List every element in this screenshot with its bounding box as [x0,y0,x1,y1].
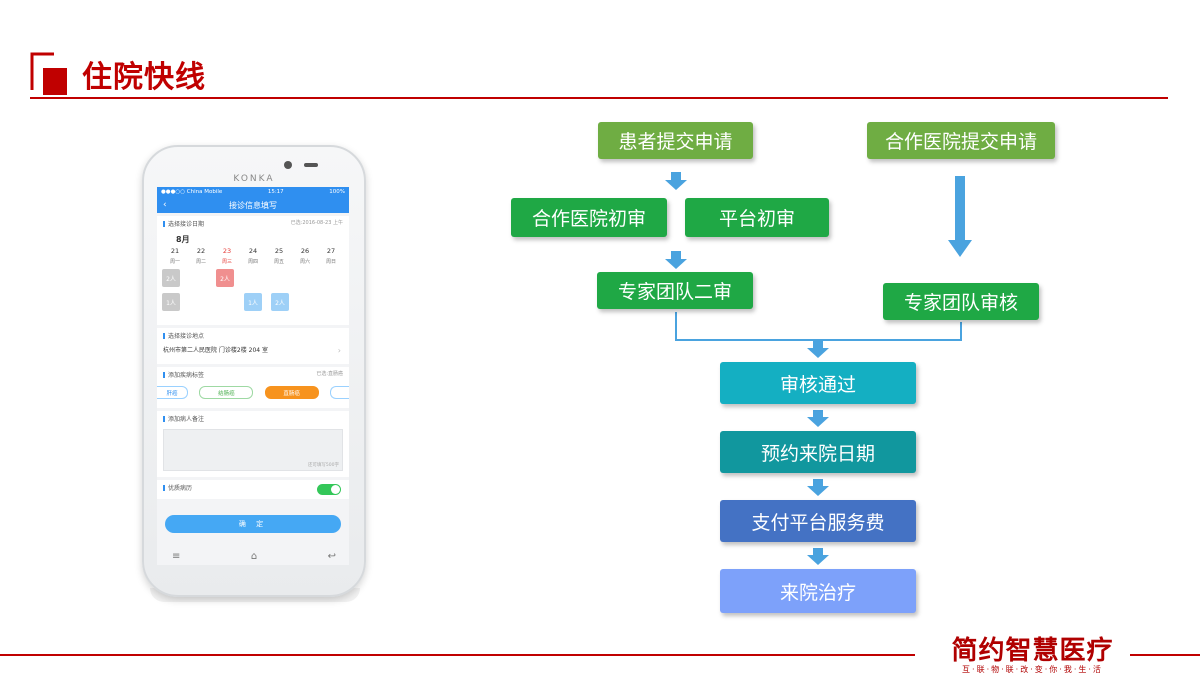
location-section-label: 选择接诊地点 [163,331,343,340]
brand-logo: 简约智慧医疗 互·联·物·联·改·变·你·我·生·活 [940,636,1125,675]
date-section-label: 选择接诊日期 [163,219,343,228]
slot-cell-selected[interactable]: 2人 [216,269,234,287]
day-cell[interactable]: 24 [248,247,258,255]
slot-grid: 2人 2人 1人 1人 2人 [162,269,343,321]
back-icon[interactable]: ↩ [327,551,336,562]
tag-chip[interactable] [329,386,349,399]
page-title: 住院快线 [82,60,206,95]
weekday-label: 周日 [325,259,336,265]
step-pay-fee: 支付平台服务费 [720,500,916,542]
merge-line [675,312,962,341]
footer-line-left [0,654,915,656]
tag-section: 添加疾病标签 已选:直肠癌 肝癌 结肠癌 直肠癌 [157,367,349,408]
tag-selected-text: 已选:直肠癌 [316,371,343,377]
title-bracket-icon [30,52,67,95]
phone-brand-logo: KONKA [233,174,275,184]
history-toggle[interactable] [317,484,341,495]
step-expert-second-review: 专家团队二审 [597,272,753,309]
footer-line-right [1130,654,1200,656]
carrier-text: ●●●○○ China Mobile [161,189,223,195]
month-label: 8月 [176,235,190,244]
clock-text: 15:17 [267,189,284,195]
day-cell[interactable]: 22 [196,247,206,255]
date-selected-text: 已选:2016-08-23 上午 [290,220,343,226]
flow-arrow [665,172,687,190]
phone-screen: ●●●○○ China Mobile 15:17 100% ‹ 接诊信息填写 选… [157,187,349,565]
camera-icon [284,161,292,169]
tag-chip-selected[interactable]: 直肠癌 [264,386,319,399]
history-section-label: 优质病历 [163,483,343,492]
weekday-label: 周五 [273,259,284,265]
note-section-label: 添加病人备注 [163,414,343,423]
tag-chip[interactable]: 结肠癌 [199,386,254,399]
phone-mockup: KONKA ●●●○○ China Mobile 15:17 100% ‹ 接诊… [142,145,366,597]
step-platform-review: 平台初审 [685,198,829,237]
screen-title: 接诊信息填写 [229,200,277,210]
day-cell[interactable]: 21 [170,247,180,255]
history-section: 优质病历 [157,480,349,499]
step-patient-submit: 患者提交申请 [598,122,753,159]
note-section: 添加病人备注 还可填写500字 [157,411,349,477]
day-cell[interactable]: 25 [274,247,284,255]
confirm-button[interactable]: 确 定 [165,515,341,533]
step-approved: 审核通过 [720,362,916,404]
date-section: 选择接诊日期 已选:2016-08-23 上午 8月 21 22 23 24 2… [157,216,349,325]
day-row: 21 22 23 24 25 26 27 [163,247,343,255]
note-counter: 还可填写500字 [307,463,339,468]
chevron-left-icon[interactable]: ‹ [163,200,167,210]
location-address: 杭州市第二人民医院 门诊楼2楼 204 室 [163,347,268,354]
tag-section-label: 添加疾病标签 [163,370,343,379]
slot-cell[interactable]: 1人 [244,293,262,311]
brand-tagline: 互·联·物·联·改·变·你·我·生·活 [962,665,1103,674]
weekday-label: 周一 [169,259,180,265]
status-bar: ●●●○○ China Mobile 15:17 100% [157,187,349,197]
slot-cell[interactable]: 2人 [162,269,180,287]
app-navbar: ‹ 接诊信息填写 [157,197,349,213]
home-icon[interactable]: ⌂ [250,551,258,562]
weekday-label: 周二 [195,259,206,265]
speaker-icon [304,163,318,167]
flow-arrow [807,410,829,427]
step-book-date: 预约来院日期 [720,431,916,473]
battery-text: 100% [329,189,345,195]
weekday-row: 周一 周二 周三 周四 周五 周六 周日 [163,258,343,265]
step-expert-audit: 专家团队审核 [883,283,1039,320]
tag-row: 肝癌 结肠癌 直肠癌 [157,386,349,399]
flow-arrow [807,548,829,565]
day-cell[interactable]: 26 [300,247,310,255]
day-cell[interactable]: 27 [326,247,336,255]
tag-chip[interactable]: 肝癌 [157,386,188,399]
slot-cell[interactable]: 1人 [162,293,180,311]
flow-arrow [807,479,829,496]
flow-arrow [807,341,829,358]
header-divider [30,97,1168,99]
menu-icon[interactable]: ≡ [172,551,181,562]
flow-arrow [948,176,972,257]
weekday-label: 周六 [299,259,310,265]
location-section[interactable]: 选择接诊地点 杭州市第二人民医院 门诊楼2楼 204 室 › [157,328,349,364]
softkey-bar: ≡ ⌂ ↩ [162,551,346,562]
chevron-right-icon: › [337,346,341,355]
brand-name: 简约智慧医疗 [951,636,1114,666]
weekday-label: 周四 [247,259,258,265]
flow-arrow [665,251,687,269]
slot-cell[interactable]: 2人 [271,293,289,311]
step-hospital-submit: 合作医院提交申请 [867,122,1055,159]
step-treatment: 来院治疗 [720,569,916,613]
day-cell-selected[interactable]: 23 [222,247,232,255]
step-hospital-review: 合作医院初审 [511,198,667,237]
weekday-label: 周三 [221,259,232,265]
note-textarea[interactable]: 还可填写500字 [163,429,343,471]
